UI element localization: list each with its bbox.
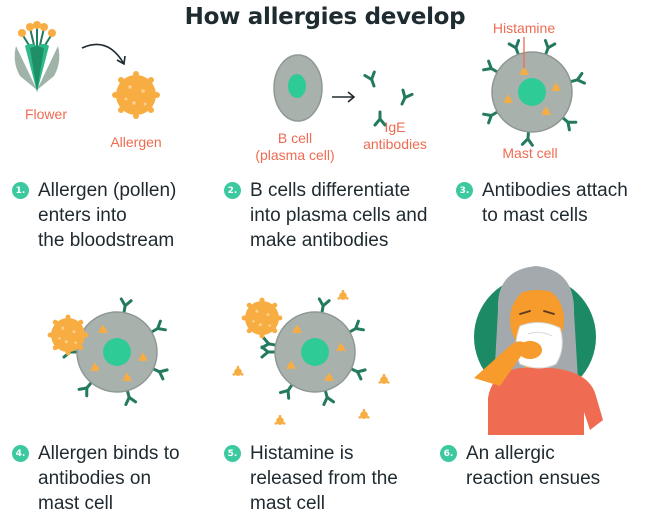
allergen-pollen-icon	[241, 297, 283, 339]
flower-illustration	[14, 21, 60, 92]
arrow-head-icon	[116, 55, 126, 66]
step-1: 1. Allergen (pollen) enters into the blo…	[12, 178, 176, 253]
step-number-badge: 4.	[12, 445, 29, 462]
ige-antibodies-icon	[363, 70, 414, 127]
b-cell-label: B cell (plasma cell)	[255, 130, 335, 163]
step-number-badge: 3.	[456, 182, 473, 199]
step-number-badge: 6.	[440, 445, 457, 462]
ige-antibodies-label: IgE antibodies	[363, 119, 427, 152]
step-number-badge: 2.	[224, 182, 241, 199]
sneezing-person-icon	[474, 266, 603, 435]
step-text: An allergic reaction ensues	[466, 443, 601, 489]
mast-cell-binding-icon	[62, 297, 169, 406]
step-text: Histamine is released from the mast cell	[250, 443, 398, 514]
allergen-pollen-icon	[47, 314, 89, 356]
step-4: 4. Allergen binds to antibodies on mast …	[12, 441, 180, 516]
mast-cell-icon	[482, 38, 586, 147]
step-number-badge: 5.	[224, 445, 241, 462]
step-text: B cells differentiate into plasma cells …	[250, 180, 428, 251]
step-text: Antibodies attach to mast cells	[482, 180, 628, 226]
b-cell-icon	[273, 54, 323, 122]
arrow-icon	[332, 91, 356, 103]
step-number-badge: 1.	[12, 182, 29, 199]
step-text: Allergen (pollen) enters into the bloods…	[38, 180, 177, 251]
step-text: Allergen binds to antibodies on mast cel…	[38, 443, 180, 514]
page-title: How allergies develop	[184, 4, 466, 30]
allergen-pollen-icon	[112, 71, 160, 119]
mast-cell-label: Mast cell	[502, 145, 558, 161]
histamine-label: Histamine	[492, 20, 556, 36]
arrow-icon	[81, 43, 125, 65]
step-6: 6. An allergic reaction ensues	[440, 441, 600, 491]
step-3: 3. Antibodies attach to mast cells	[456, 178, 628, 228]
flower-label: Flower	[24, 106, 67, 122]
step-5: 5. Histamine is released from the mast c…	[224, 441, 398, 516]
allergen-label: Allergen	[110, 134, 162, 150]
step-2: 2. B cells differentiate into plasma cel…	[224, 178, 427, 253]
